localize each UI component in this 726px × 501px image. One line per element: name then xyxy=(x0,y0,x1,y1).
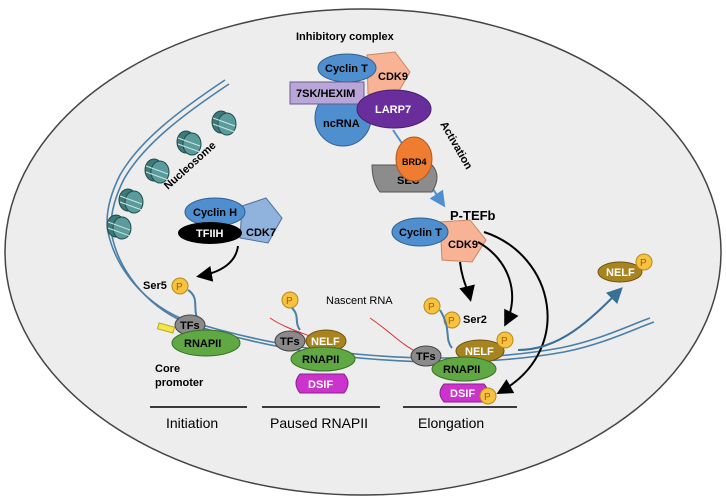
stage-initiation: Initiation xyxy=(166,415,218,431)
cyclin-t-top-label: Cyclin T xyxy=(325,63,368,75)
dsif-paused xyxy=(295,373,349,394)
phospho-elong-1 xyxy=(423,297,441,315)
inhibitory-complex-title: Inhibitory complex xyxy=(296,31,395,43)
core-promoter-label-2: promoter xyxy=(155,377,204,389)
cdk7-label: CDK7 xyxy=(246,227,276,239)
brd4-shape xyxy=(395,136,433,182)
ptefb-label: P-TEFb xyxy=(450,208,496,223)
cdk9-shape-top xyxy=(366,51,411,97)
tfiih-shape xyxy=(178,222,242,244)
nelf-released-label: NELF xyxy=(606,267,635,279)
nelf-released xyxy=(597,261,643,283)
rnapii-elongation-label: RNAPII xyxy=(443,364,480,376)
ctd-tail-elongation xyxy=(439,309,453,349)
phospho-elong-2-label: P xyxy=(448,316,455,327)
phospho-ser5 xyxy=(171,277,189,295)
larp7-shape xyxy=(356,89,432,129)
brd4-label: BRD4 xyxy=(402,157,427,167)
ctd-tail-paused xyxy=(291,307,301,331)
nucleus-ellipse xyxy=(4,8,722,496)
nucleosome xyxy=(211,110,237,136)
nucleosome xyxy=(176,130,202,156)
stage-paused: Paused RNAPII xyxy=(270,415,368,431)
rnapii-initiation xyxy=(171,329,241,357)
phospho-ser5-label: P xyxy=(176,282,183,293)
dsif-elongation-label: DSIF xyxy=(450,388,475,400)
ser5-label: Ser5 xyxy=(143,280,167,292)
rnapii-paused-label: RNAPII xyxy=(302,354,339,366)
nucleosome-group xyxy=(106,110,237,240)
nucleosome xyxy=(144,158,170,184)
hexim-label: 7SK/HEXIM xyxy=(296,88,355,100)
nucleosome xyxy=(106,214,132,240)
phospho-dsif-label: P xyxy=(484,392,491,403)
core-promoter-label-1: Core xyxy=(155,363,180,375)
rnapii-elongation xyxy=(431,356,497,382)
phospho-nelf-elong xyxy=(496,331,514,349)
phospho-paused-label: P xyxy=(286,296,293,307)
cyclin-h-label: Cyclin H xyxy=(193,207,237,219)
cdk9-shape xyxy=(439,219,487,263)
nelf-paused-label: NELF xyxy=(311,336,340,348)
cdk7-arrow xyxy=(196,245,239,282)
larp7-label: LARP7 xyxy=(375,104,411,116)
cdk9-label-top: CDK9 xyxy=(378,71,408,83)
dna-strand xyxy=(106,79,655,363)
nucleosome xyxy=(118,188,144,214)
stage-elongation: Elongation xyxy=(418,415,484,431)
phospho-nelf-released-label: P xyxy=(640,258,647,269)
phospho-paused xyxy=(281,291,299,309)
rnapii-initiation-label: RNAPII xyxy=(184,338,221,350)
ptefb-arrow-ser2 xyxy=(459,261,475,302)
ptefb-arrow-dsif xyxy=(483,231,549,394)
tfs-elongation-label: TFs xyxy=(416,351,436,363)
cyclin-t-shape xyxy=(391,217,449,247)
ncrna-label: ncRNA xyxy=(323,118,360,130)
phospho-nelf-released xyxy=(635,253,653,271)
cyclin-t-label: Cyclin T xyxy=(399,227,442,239)
rnapii-paused xyxy=(290,346,356,372)
ser2-label: Ser2 xyxy=(463,314,487,326)
tfs-initiation-label: TFs xyxy=(180,320,200,332)
phospho-dsif xyxy=(479,387,497,405)
tfiih-label: TFIIH xyxy=(196,228,224,240)
phospho-nelf-elong-label: P xyxy=(501,336,508,347)
tfs-elongation xyxy=(410,345,442,367)
core-promoter-marker xyxy=(156,322,176,334)
dsif-paused-label: DSIF xyxy=(308,379,333,391)
nelf-release-arrow xyxy=(517,287,623,351)
ptefb-arrow-nelf xyxy=(477,241,519,327)
cdk9-label: CDK9 xyxy=(448,239,478,251)
phospho-elong-1-label: P xyxy=(428,302,435,313)
nelf-elongation-label: NELF xyxy=(465,346,494,358)
tfs-paused-label: TFs xyxy=(280,336,300,348)
hexim-box xyxy=(289,81,365,105)
nascent-rna-label: Nascent RNA xyxy=(326,295,393,307)
tfs-paused xyxy=(274,330,306,352)
